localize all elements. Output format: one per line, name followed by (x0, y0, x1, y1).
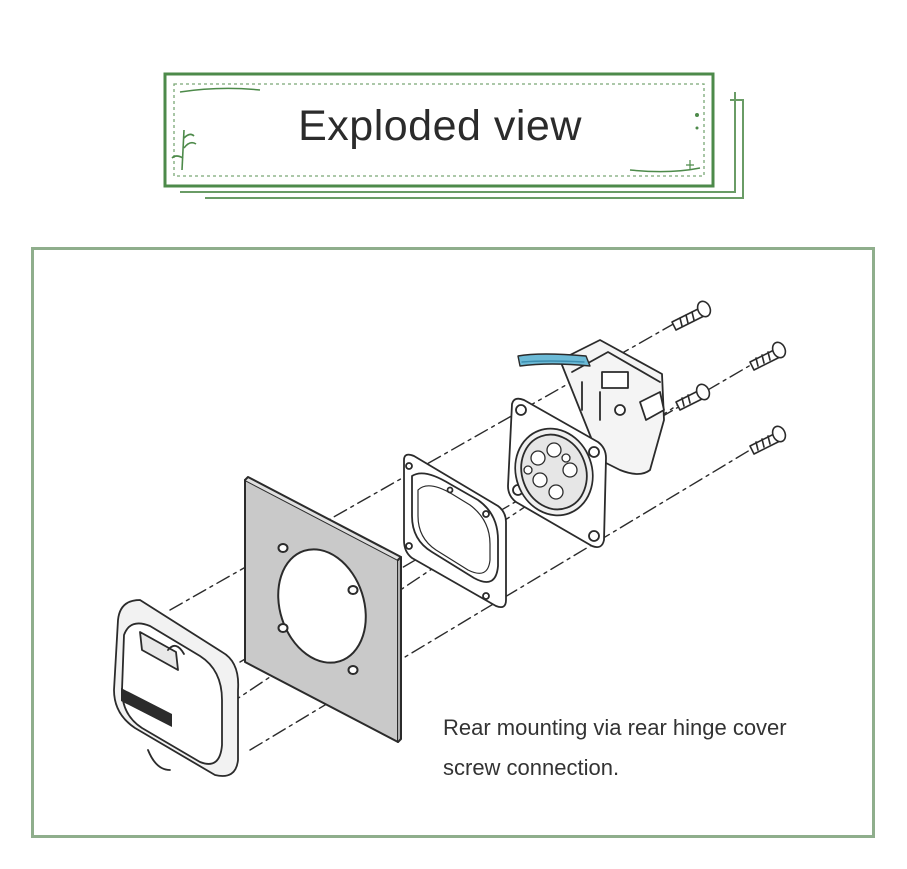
gasket-frame (403, 453, 507, 609)
diagram-frame (31, 247, 875, 838)
screw-right-lower (749, 425, 787, 455)
sprout-icon (171, 129, 197, 171)
mounting-plate (244, 476, 402, 743)
page-title: Exploded view (298, 102, 582, 150)
screw-top (671, 300, 712, 331)
socket-body (507, 339, 665, 549)
socket-pins (523, 442, 578, 500)
front-cover (113, 599, 240, 777)
blue-wire (517, 353, 591, 367)
screw-right-upper (749, 341, 787, 371)
caption-line-1: Rear mounting via rear hinge cover (443, 715, 787, 740)
diagram-caption: Rear mounting via rear hinge cover screw… (443, 708, 863, 788)
title-banner (163, 72, 744, 199)
brand-label (121, 688, 172, 727)
screw-middle (675, 383, 711, 411)
caption-line-2: screw connection. (443, 755, 620, 780)
